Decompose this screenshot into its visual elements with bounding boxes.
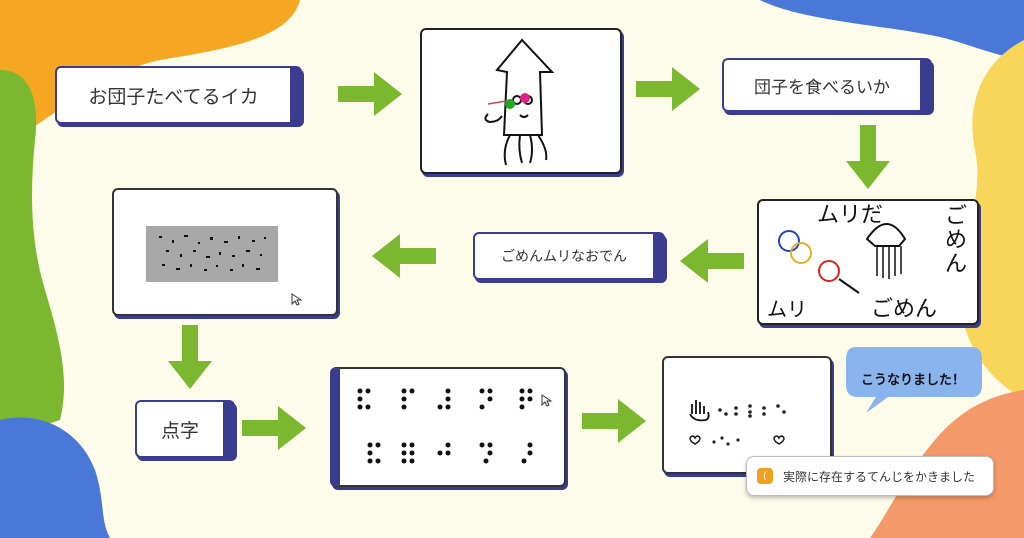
blob-blue-bottom-left [0, 417, 110, 538]
drawing-text-gomen-bottom: ごめん [871, 297, 938, 322]
speech-bubble [846, 347, 982, 413]
drawing-text-gomen-vertical: ごめん [945, 204, 968, 278]
step-squid-text: お団子たべてるイカ [88, 85, 259, 108]
arrow-left-icon [680, 239, 744, 283]
step-squid-text-box[interactable]: お団子たべてるイカ [55, 66, 302, 124]
heart-icon [689, 435, 701, 445]
cursor-icon [541, 394, 553, 407]
blob-blue-top-right [760, 0, 1024, 60]
notification-toast[interactable]: ( 実際に存在するてんじをかきました [746, 456, 994, 496]
squid-drawing-card [420, 28, 622, 174]
arrow-right-icon [636, 67, 700, 111]
arrow-down-icon [168, 325, 212, 389]
step-odd-text: 団子を食べるいか [754, 77, 890, 98]
squid-drawing [484, 38, 555, 166]
blob-orange-top-left [0, 0, 300, 150]
drawing-text-muri-bottom: ムリ [767, 297, 807, 321]
noise-image-card [112, 188, 338, 316]
step-sorry-text: ごめんムリなおでん [501, 249, 627, 265]
arrow-left-icon [372, 234, 436, 278]
braille-label-box[interactable]: 点字 [135, 400, 235, 458]
notification-text: 実際に存在するてんじをかきました [783, 469, 976, 484]
result-card [662, 356, 832, 474]
hand-icon [689, 400, 710, 422]
sorry-drawing-card: ムリだ ごめん ごめん ムリ [757, 199, 979, 325]
speech-bubble-text: こうなりました！ [860, 373, 965, 388]
drawing-text-muri-da: ムリだ [817, 203, 884, 228]
braille-label: 点字 [160, 419, 199, 442]
arrow-right-icon [338, 72, 402, 116]
result-drawing [689, 400, 786, 446]
step-odd-text-box[interactable]: 団子を食べるいか [722, 58, 932, 112]
notification-badge-icon: ( [757, 468, 773, 484]
braille-dots [357, 388, 553, 464]
braille-dots-card [330, 367, 566, 487]
blob-green-left [0, 70, 65, 440]
sorry-drawing [778, 223, 907, 294]
cursor-icon [291, 293, 303, 306]
step-sorry-text-box[interactable]: ごめんムリなおでん [473, 232, 665, 280]
arrow-right-icon [582, 399, 646, 443]
arrow-right-icon [242, 406, 306, 450]
arrow-down-icon [846, 125, 890, 189]
noise-image [146, 226, 303, 306]
heart-icon [773, 435, 785, 445]
